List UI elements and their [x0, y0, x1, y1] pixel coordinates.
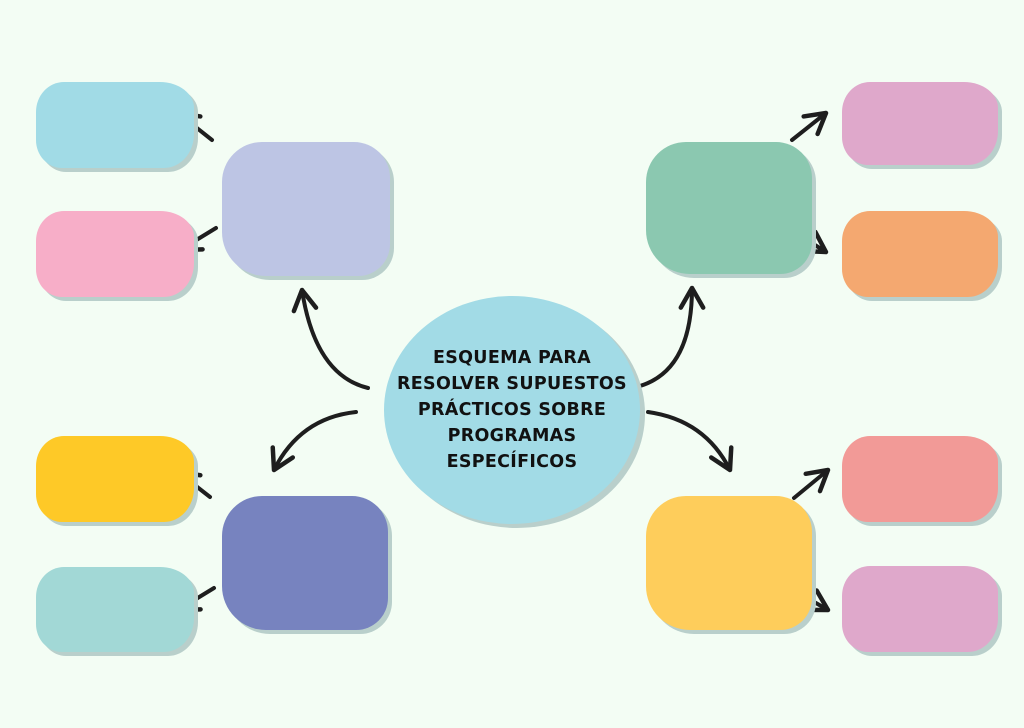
- arrow-to-top-right: [638, 285, 706, 388]
- arrow-tr-sub1: [790, 110, 829, 142]
- central-node: ESQUEMA PARA RESOLVER SUPUESTOS PRÁCTICO…: [384, 296, 640, 524]
- top-left-sub-node-2: [36, 211, 194, 297]
- arrow-to-bottom-left: [270, 410, 358, 473]
- central-title-line: ESPECÍFICOS: [446, 452, 578, 472]
- central-title-line: PROGRAMAS: [447, 426, 577, 446]
- arrow-to-bottom-right: [646, 410, 734, 473]
- arrow-br-sub1: [792, 467, 831, 500]
- top-left-main-node: [222, 142, 390, 276]
- central-title-line: ESQUEMA PARA: [432, 348, 592, 368]
- bottom-right-main-node: [646, 496, 812, 630]
- top-right-sub-node-2: [842, 211, 998, 297]
- arrow-to-top-left: [291, 287, 370, 390]
- bottom-left-sub-node-1: [36, 436, 194, 522]
- central-title-line: RESOLVER SUPUESTOS: [397, 374, 627, 394]
- central-title-line: PRÁCTICOS SOBRE: [417, 400, 607, 420]
- bottom-right-sub-node-2: [842, 566, 998, 652]
- bottom-right-sub-node-1: [842, 436, 998, 522]
- top-left-sub-node-1: [36, 82, 194, 168]
- top-right-sub-node-1: [842, 82, 998, 165]
- bottom-left-sub-node-2: [36, 567, 194, 652]
- top-right-main-node: [646, 142, 812, 274]
- bottom-left-main-node: [222, 496, 388, 630]
